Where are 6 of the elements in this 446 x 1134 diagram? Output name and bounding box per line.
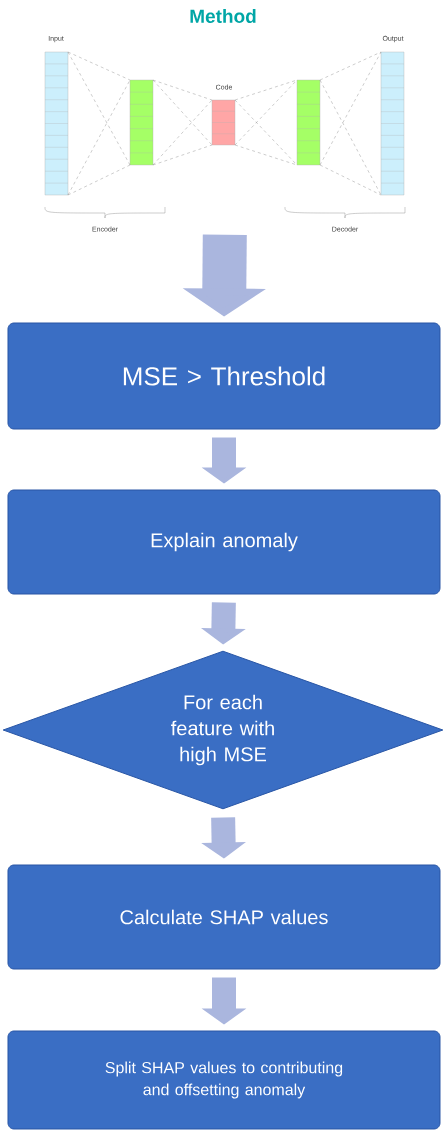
process-box: Explain anomaly bbox=[7, 489, 441, 595]
process-box: MSE > Threshold bbox=[7, 322, 441, 430]
title: Method bbox=[190, 9, 256, 23]
process-box: Calculate SHAP values bbox=[7, 864, 441, 970]
process-box: Split SHAP values to contributing and offsetting anomaly bbox=[7, 1030, 441, 1130]
autoencoder-drawing bbox=[44, 51, 406, 219]
